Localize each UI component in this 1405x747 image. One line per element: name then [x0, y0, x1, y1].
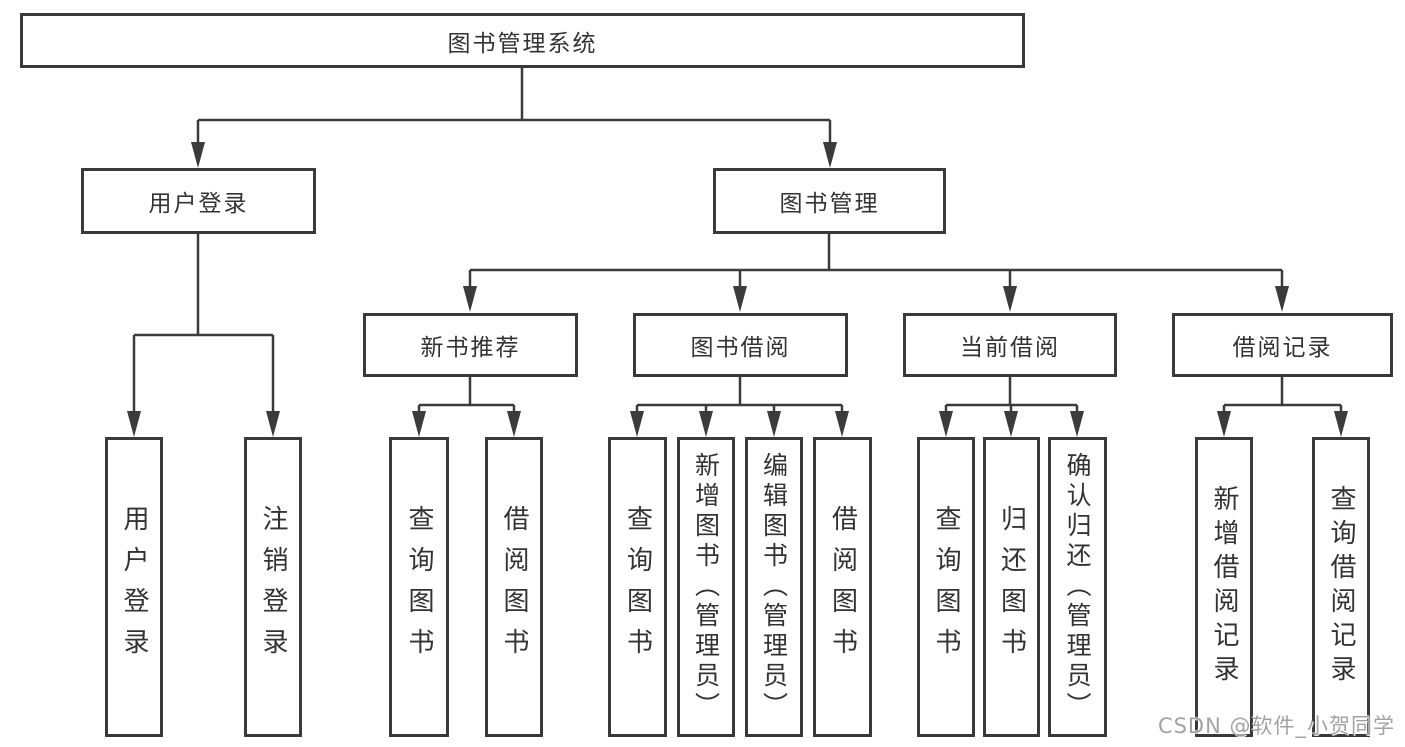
node-return-books: 归还图书 — [983, 437, 1040, 737]
node-label: 注销登录 — [258, 505, 288, 669]
node-label: 借阅图书 — [827, 505, 858, 669]
node-add-borrow-record: 新增借阅记录 — [1195, 437, 1253, 737]
node-borrow-books-borrowing: 借阅图书 — [813, 437, 872, 737]
node-book-management: 图书管理 — [713, 168, 946, 234]
node-label: 图书借阅 — [690, 335, 791, 361]
node-label: 查询借阅记录 — [1326, 485, 1356, 689]
node-label: 查询图书 — [622, 505, 653, 669]
node-query-books-borrowing: 查询图书 — [608, 437, 667, 737]
node-user-login: 用户登录 — [81, 168, 316, 234]
node-edit-books-admin: 编辑图书（管理员） — [745, 437, 803, 737]
node-label: 新增借阅记录 — [1209, 485, 1239, 689]
node-label: 编辑图书（管理员） — [759, 452, 789, 722]
node-label: 借阅图书 — [499, 505, 529, 669]
node-label: 借阅记录 — [1232, 335, 1333, 361]
node-confirm-return-admin: 确认归还（管理员） — [1048, 437, 1107, 737]
node-label: 查询图书 — [931, 505, 961, 669]
node-query-books-current: 查询图书 — [917, 437, 975, 737]
node-user-login-leaf: 用户登录 — [105, 437, 163, 737]
node-add-books-admin: 新增图书（管理员） — [677, 437, 735, 737]
node-label: 新书推荐 — [420, 335, 521, 361]
node-current-borrowing: 当前借阅 — [903, 313, 1117, 377]
node-label: 用户登录 — [148, 191, 249, 217]
node-query-borrow-record: 查询借阅记录 — [1312, 437, 1370, 737]
node-library-management-system: 图书管理系统 — [20, 13, 1025, 68]
node-label: 归还图书 — [996, 505, 1027, 669]
node-label: 图书管理系统 — [447, 30, 598, 57]
node-logout: 注销登录 — [244, 437, 302, 737]
node-label: 新增图书（管理员） — [691, 452, 721, 722]
node-label: 图书管理 — [779, 191, 880, 217]
node-label: 用户登录 — [119, 505, 149, 669]
csdn-watermark: CSDN @软件_小贺同学 — [1157, 714, 1395, 738]
node-label: 查询图书 — [404, 505, 434, 669]
node-label: 确认归还（管理员） — [1063, 452, 1092, 722]
node-book-borrowing: 图书借阅 — [633, 313, 848, 377]
node-new-book-recommendation: 新书推荐 — [363, 313, 578, 377]
node-borrow-books-recommend: 借阅图书 — [485, 437, 543, 737]
node-label: 当前借阅 — [960, 335, 1060, 361]
node-borrowing-records: 借阅记录 — [1172, 313, 1393, 377]
node-query-books-recommend: 查询图书 — [389, 437, 449, 737]
